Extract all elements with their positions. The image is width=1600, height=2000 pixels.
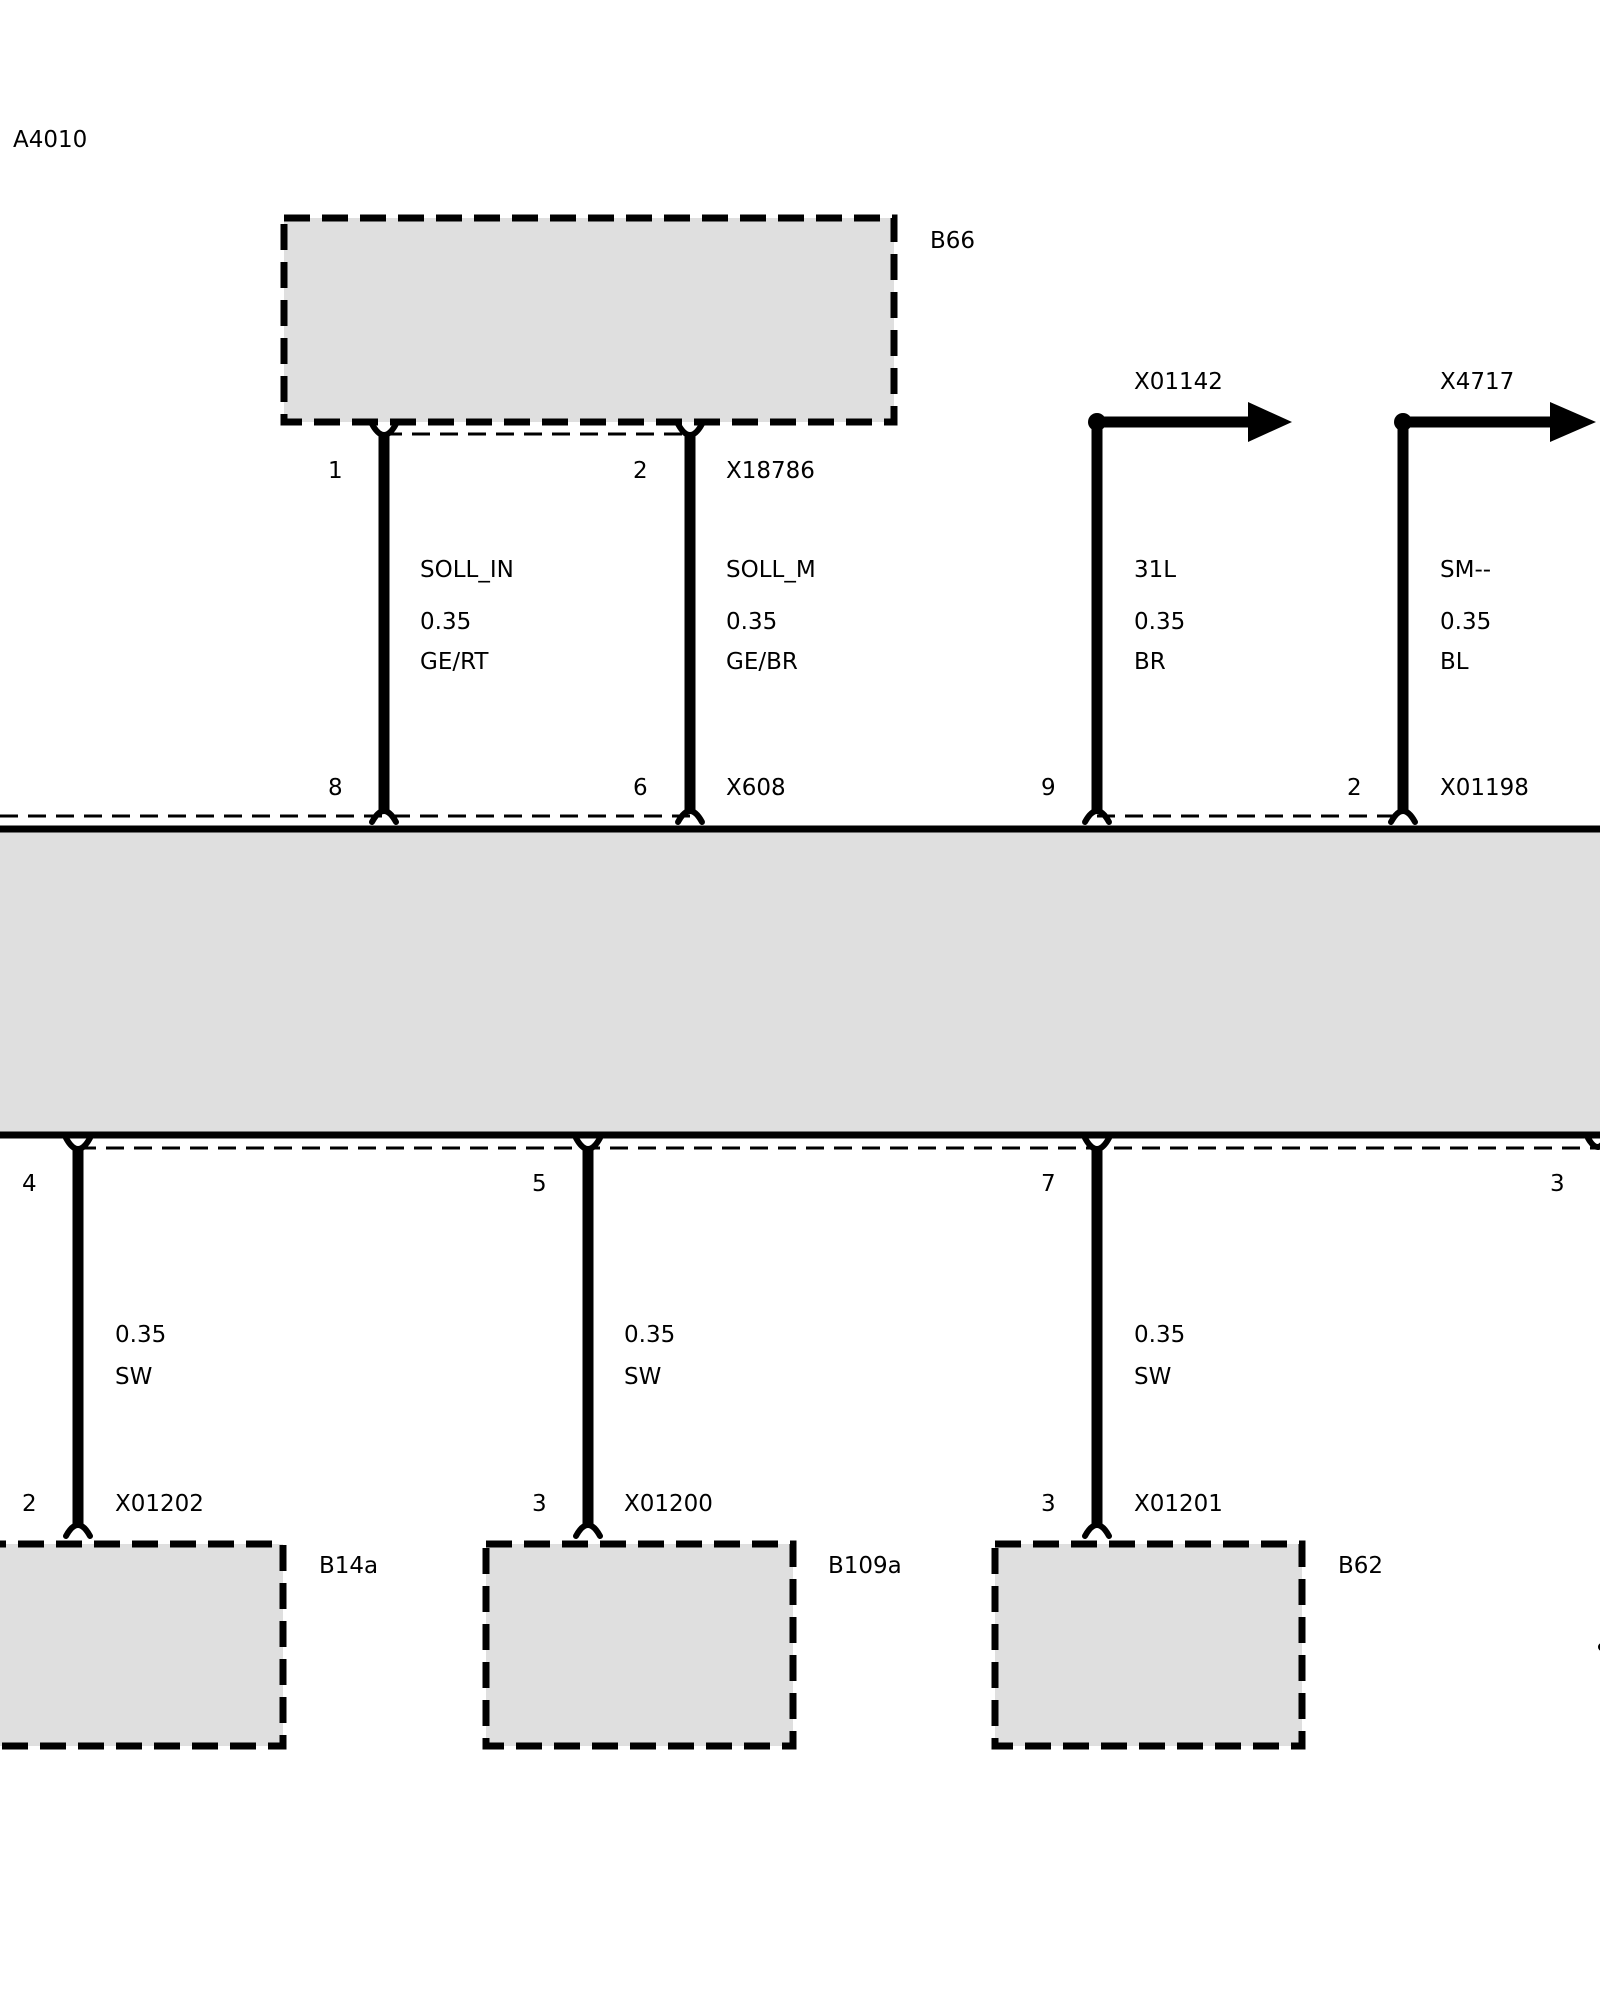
arrow-right-icon [1248,402,1292,442]
connector-x01201-label: X01201 [1134,1491,1223,1517]
component-b14a-box [0,1540,287,1750]
component-b109a-box [482,1540,797,1750]
pin-x01202-2-hook [63,1522,93,1539]
wire-lower-3-gauge: 0.35 [1134,1322,1185,1348]
wire-sm-signal: SM-- [1440,557,1491,583]
wire-soll-m-signal: SOLL_M [726,557,816,583]
control-module [0,829,1600,1135]
wire-lower-2-gauge: 0.35 [624,1322,675,1348]
pin-module-5-label: 5 [532,1171,547,1197]
pin-2-label: 2 [1347,775,1362,801]
wire-sm-gauge: 0.35 [1440,609,1491,635]
pin-b66-1-hook [369,421,399,438]
wire-soll-m-color: GE/BR [726,649,798,675]
wire-sm-color: BL [1440,649,1469,675]
wire-soll-in-color: GE/RT [420,649,489,675]
connector-x01202-label: X01202 [115,1491,204,1517]
wire-lower-1-gauge: 0.35 [115,1322,166,1348]
wire-soll-in-gauge: 0.35 [420,609,471,635]
connector-x01200-label: X01200 [624,1491,713,1517]
pin-x608-6-label: 6 [633,775,648,801]
component-b14a-label: B14a [319,1553,378,1579]
pin-x01198-2-hook [1388,808,1418,825]
pin-x01198-9-hook [1082,808,1112,825]
component-b62-label: B62 [1338,1553,1383,1579]
wire-31l-gauge: 0.35 [1134,609,1185,635]
diagram-id: A4010 [13,127,87,153]
arrow-right-icon [1550,402,1596,442]
connector-x01198-label: X01198 [1440,775,1529,801]
pin-x01201-3-hook [1082,1522,1112,1539]
connector-x608-label: X608 [726,775,786,801]
wire-soll-in-signal: SOLL_IN [420,557,514,583]
pin-x01200-3-hook [573,1522,603,1539]
pin-x01201-3-label: 3 [1041,1491,1056,1517]
pin-module-5-hook [573,1135,603,1152]
pin-module-4-label: 4 [22,1171,37,1197]
pin-module-7-hook [1082,1135,1112,1152]
pin-x01202-2-label: 2 [22,1491,37,1517]
wire-31l-color: BR [1134,649,1166,675]
pin-x01200-3-label: 3 [532,1491,547,1517]
component-b66-box [280,214,898,426]
pin-x608-6-hook [675,808,705,825]
wire-lower-2-color: SW [624,1364,661,1390]
wire-lower-3-color: SW [1134,1364,1171,1390]
connector-x18786-label: X18786 [726,458,815,484]
pin-module-7-label: 7 [1041,1171,1056,1197]
component-b62-box [991,1540,1306,1750]
component-b66-label: B66 [930,228,975,254]
ref-x01142-label: X01142 [1134,369,1223,395]
pin-x608-8-hook [369,808,399,825]
pin-b66-1-label: 1 [328,458,343,484]
component-b109a-label: B109a [828,1553,902,1579]
ref-x4717-label: X4717 [1440,369,1514,395]
pin-x608-8-label: 8 [328,775,343,801]
pin-module-4-hook [63,1135,93,1152]
pin-module-3-label: 3 [1550,1171,1565,1197]
pin-b66-2-label: 2 [633,458,648,484]
wire-lower-1-color: SW [115,1364,152,1390]
wire-31l-signal: 31L [1134,557,1176,583]
pin-9-label: 9 [1041,775,1056,801]
pin-b66-2-hook [675,421,705,438]
pin-module-3-hook [1585,1135,1600,1150]
wire-soll-m-gauge: 0.35 [726,609,777,635]
